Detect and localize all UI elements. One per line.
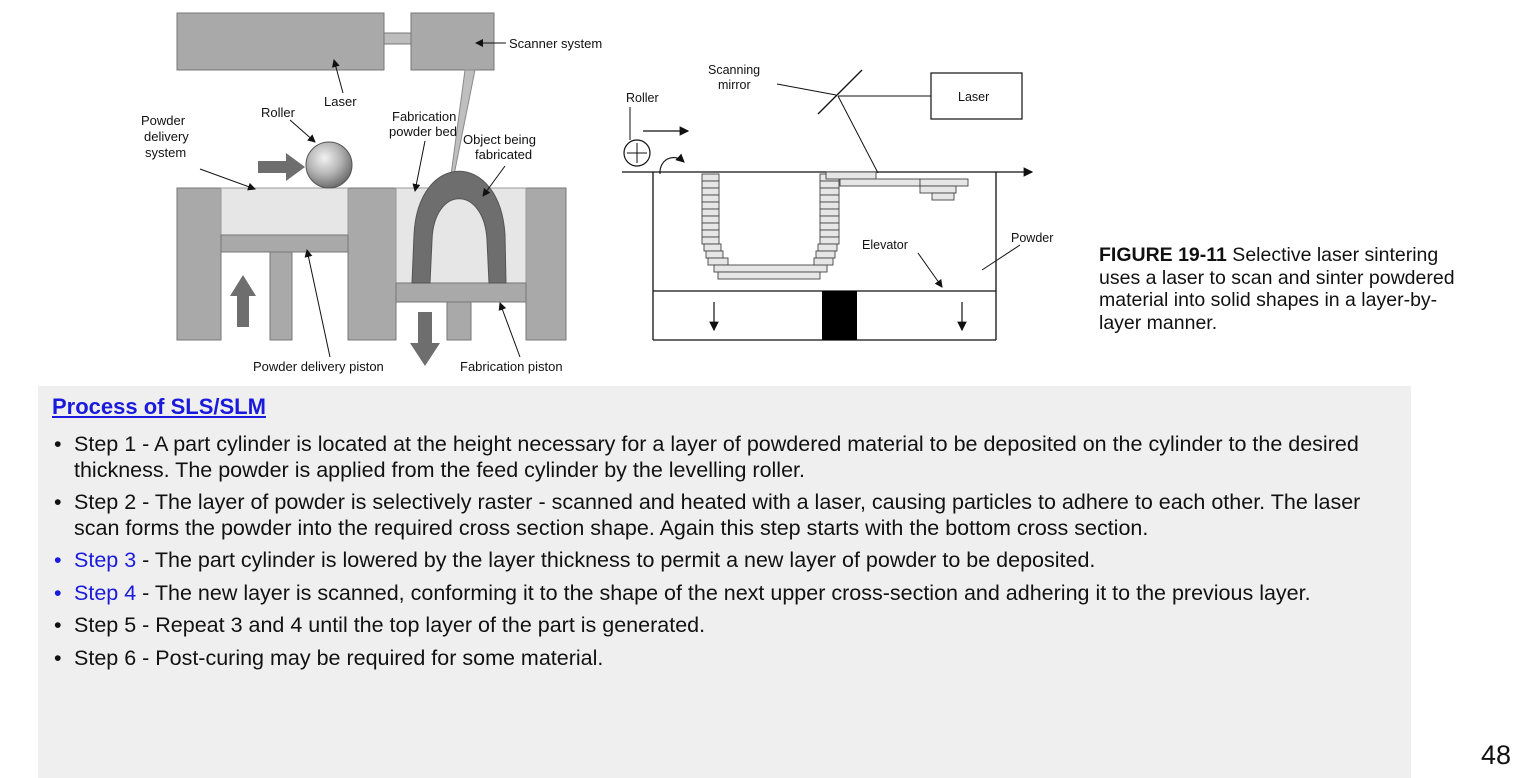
- label-powder-delivery-system-1: Powder: [141, 113, 186, 128]
- label-scanning-mirror-2: mirror: [718, 78, 751, 92]
- figure-caption-text: Selective laser sintering uses a laser t…: [1099, 244, 1455, 334]
- step-4-link[interactable]: Step 4: [74, 580, 137, 605]
- elevator-support: [822, 291, 857, 340]
- step-text: - The new layer is scanned, conforming i…: [136, 580, 1311, 605]
- label-fabrication-powder-bed-2: powder bed: [389, 124, 457, 139]
- label-roller-right: Roller: [626, 91, 659, 105]
- label-powder-delivery-system-2: delivery: [144, 129, 189, 144]
- label-powder-delivery-piston: Powder delivery piston: [253, 359, 384, 374]
- process-steps-list: • Step 1 - A part cylinder is located at…: [38, 432, 1411, 678]
- label-powder-delivery-system-3: system: [145, 145, 186, 160]
- delivery-powder: [220, 187, 349, 236]
- bullet-icon: •: [54, 432, 62, 456]
- figure-caption: FIGURE 19-11 Selective laser sintering u…: [1099, 244, 1469, 334]
- scanning-mirror: [817, 69, 863, 115]
- right-wall: [525, 187, 567, 341]
- laser-unit: [176, 12, 385, 71]
- process-step-2: • Step 2 - The layer of powder is select…: [38, 490, 1411, 541]
- laser-scanner-link: [383, 32, 412, 45]
- step-text: - The part cylinder is lowered by the la…: [136, 548, 1096, 572]
- left-wall: [176, 187, 222, 341]
- step-3-link[interactable]: Step 3: [74, 548, 137, 572]
- fabrication-piston-rod: [446, 301, 472, 341]
- bullet-icon: •: [54, 645, 62, 670]
- process-panel: Process of SLS/SLM • Step 1 - A part cyl…: [38, 386, 1411, 778]
- roller-rotation-arrow: [659, 153, 685, 175]
- process-step-3: • Step 3 - The part cylinder is lowered …: [38, 548, 1411, 574]
- process-step-1: • Step 1 - A part cylinder is located at…: [38, 432, 1411, 483]
- right-diagram: Scanning mirror Roller Laser Elevator Po…: [622, 63, 1053, 341]
- process-step-4: • Step 4 - The new layer is scanned, con…: [38, 581, 1411, 607]
- sls-diagram: Scanner system Laser Roller Powder deliv…: [141, 12, 1053, 374]
- label-object-being-fabricated-1: Object being: [463, 132, 536, 147]
- delivery-up-arrow: [230, 275, 256, 327]
- process-title-link[interactable]: Process of SLS/SLM: [52, 394, 266, 419]
- sintered-part: [701, 171, 969, 280]
- label-elevator: Elevator: [862, 238, 908, 252]
- label-roller-left: Roller: [261, 105, 296, 120]
- powder-delivery-piston-rod: [269, 251, 293, 341]
- label-fabrication-piston: Fabrication piston: [460, 359, 563, 374]
- scanner-unit: [410, 12, 495, 71]
- laser-beam-down: [837, 95, 879, 174]
- label-powder: Powder: [1011, 231, 1053, 245]
- step-text: Step 1 - A part cylinder is located at t…: [74, 432, 1359, 482]
- label-scanning-mirror-1: Scanning: [708, 63, 760, 77]
- bullet-icon: •: [54, 613, 62, 637]
- powder-delivery-piston-plate: [220, 234, 349, 253]
- roller: [305, 141, 353, 189]
- step-text: Step 2 - The layer of powder is selectiv…: [74, 490, 1361, 540]
- fabrication-down-arrow: [410, 312, 440, 366]
- label-laser-right: Laser: [958, 90, 989, 104]
- left-diagram: Scanner system Laser Roller Powder deliv…: [141, 12, 602, 374]
- step-text: Step 6 - Post-curing may be required for…: [74, 645, 604, 670]
- bullet-icon: •: [54, 548, 62, 572]
- label-fabrication-powder-bed-1: Fabrication: [392, 109, 456, 124]
- label-scanner-system: Scanner system: [509, 36, 602, 51]
- label-object-being-fabricated-2: fabricated: [475, 147, 532, 162]
- roller-push-arrow: [258, 153, 305, 181]
- fabricated-object: [411, 170, 507, 284]
- figure-id: FIGURE 19-11: [1099, 244, 1227, 266]
- bullet-icon: •: [54, 490, 62, 514]
- process-step-5: • Step 5 - Repeat 3 and 4 until the top …: [38, 613, 1411, 639]
- fabrication-piston-plate: [395, 282, 527, 303]
- step-text: Step 5 - Repeat 3 and 4 until the top la…: [74, 613, 706, 637]
- middle-wall: [347, 187, 397, 341]
- page-number: 48: [1481, 740, 1512, 770]
- bullet-icon: •: [54, 580, 62, 605]
- process-step-6: • Step 6 - Post-curing may be required f…: [38, 646, 1411, 672]
- label-laser-left: Laser: [324, 94, 357, 109]
